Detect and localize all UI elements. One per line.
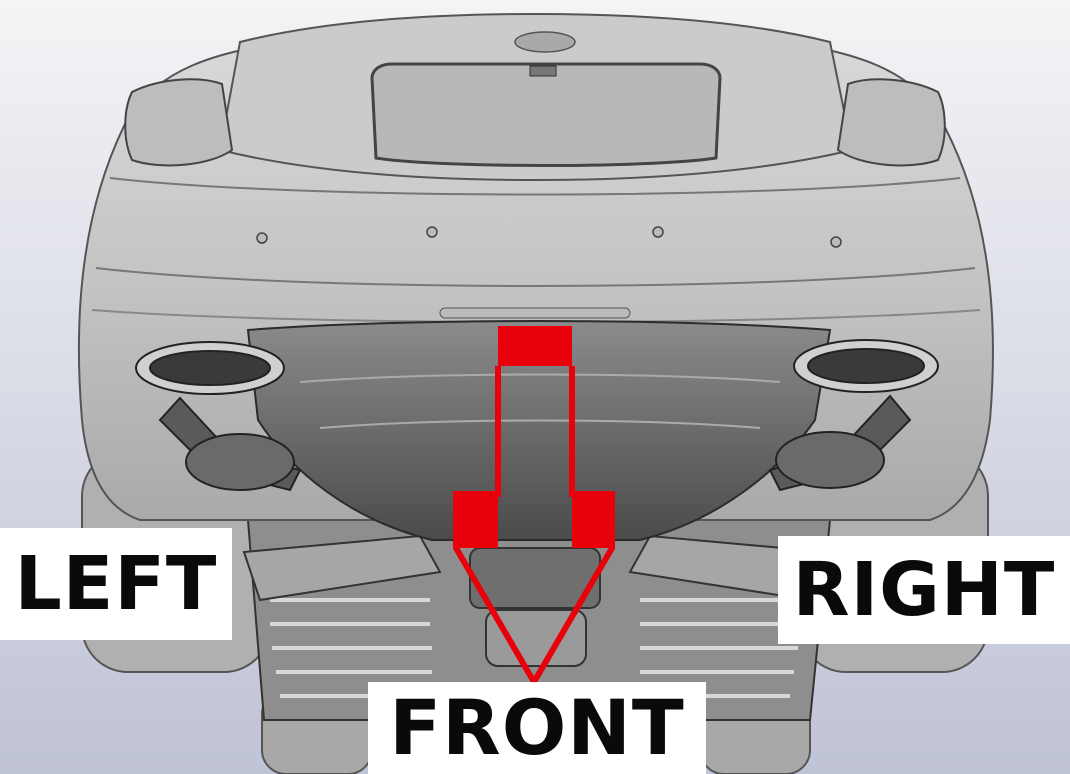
direction-label-left: LEFT <box>0 528 232 640</box>
direction-label-right: RIGHT <box>778 536 1070 644</box>
reflector-strip <box>439 307 631 319</box>
parking-sensor <box>830 236 842 248</box>
bumper-crease-lower <box>95 267 976 287</box>
arrow-right-block <box>572 494 612 548</box>
right-exhaust <box>768 339 939 492</box>
left-exhaust <box>135 341 302 492</box>
plate-light <box>529 65 557 77</box>
arrow-down-icon <box>453 326 615 688</box>
diffuser-ridge <box>319 419 761 429</box>
parking-sensor <box>256 232 268 244</box>
arrow-shaft-top <box>498 326 572 366</box>
left-tail-light <box>124 78 234 167</box>
badge <box>514 31 576 53</box>
suspension-arms <box>242 534 828 667</box>
bumper-crease-upper <box>109 177 961 196</box>
direction-label-front: FRONT <box>368 682 706 774</box>
parking-sensor <box>652 226 664 238</box>
right-tail-light <box>836 78 946 167</box>
diffuser-ridge <box>299 373 781 383</box>
parking-sensor <box>426 226 438 238</box>
arrow-left-block <box>456 494 498 548</box>
license-plate-recess <box>370 62 722 167</box>
